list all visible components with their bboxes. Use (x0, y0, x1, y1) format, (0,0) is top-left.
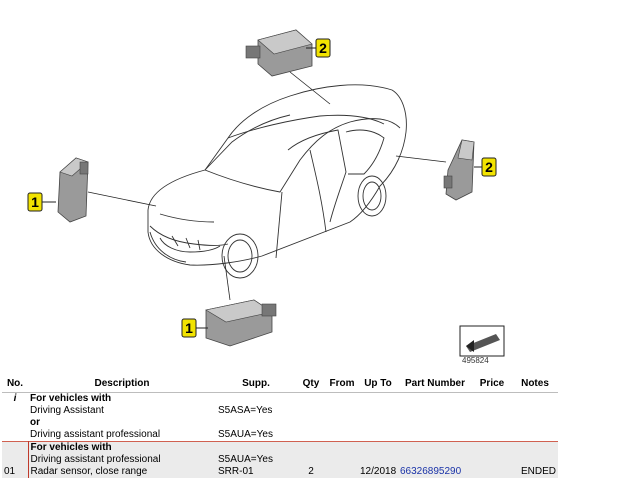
callout-label: 2 (319, 40, 327, 56)
col-header-qty[interactable]: Qty (296, 374, 326, 393)
col-header-supp[interactable]: Supp. (216, 374, 296, 393)
callout-badge-2-right: 2 (474, 157, 497, 177)
callout-badge-2-top: 2 (306, 38, 331, 58)
callout-badge-1-left: 1 (27, 192, 56, 212)
callout-label: 2 (485, 159, 493, 175)
illustration-reference-icon (459, 325, 505, 357)
callout-badge-1-bottom: 1 (181, 318, 208, 338)
item-supp: SRR-01 (218, 466, 254, 477)
condition-line: Driving assistant professional (30, 454, 161, 465)
part-number-link[interactable]: 66326895290 (400, 466, 462, 477)
condition-or: or (30, 417, 40, 428)
item-notes: ENDED (520, 466, 556, 477)
condition-title: For vehicles with (30, 393, 112, 404)
item-price (472, 466, 512, 478)
col-header-part-number[interactable]: Part Number (398, 374, 472, 393)
parts-table: No. Description Supp. Qty From Up To Par… (2, 374, 558, 478)
leader-lines (87, 71, 447, 301)
col-header-from[interactable]: From (326, 374, 358, 393)
item-description: Radar sensor, close range (27, 466, 216, 478)
table-row[interactable]: 01 Radar sensor, close range SRR-01 2 12… (2, 466, 558, 478)
table-header-row: No. Description Supp. Qty From Up To Par… (2, 374, 558, 393)
sensor-module-right (443, 139, 475, 201)
item-from (326, 466, 358, 478)
info-marker: i (13, 393, 17, 404)
illustration-id: 495824 (462, 356, 489, 365)
item-number: 01 (4, 466, 16, 477)
col-header-notes[interactable]: Notes (512, 374, 558, 393)
condition-line: Driving assistant professional (30, 429, 161, 440)
item-up-to: 12/2018 (360, 466, 397, 477)
condition-title: For vehicles with (30, 442, 112, 453)
item-qty: 2 (308, 466, 314, 477)
sensor-module-bottom (205, 299, 277, 347)
callout-label: 1 (185, 320, 193, 336)
col-header-price[interactable]: Price (472, 374, 512, 393)
table-row: For vehicles with Driving assistant prof… (2, 441, 558, 466)
col-header-no[interactable]: No. (2, 374, 28, 393)
supp-code: S5AUA=Yes (218, 429, 273, 440)
col-header-up-to[interactable]: Up To (358, 374, 398, 393)
table-row: i For vehicles with Driving Assistant or… (2, 393, 558, 442)
condition-line: Driving Assistant (30, 405, 104, 416)
sensor-module-left (57, 157, 89, 223)
car-outline (147, 84, 407, 279)
parts-diagram: 1 2 1 2 (27, 29, 505, 357)
supp-code: S5AUA=Yes (218, 454, 273, 465)
col-header-description[interactable]: Description (28, 374, 216, 393)
callout-label: 1 (31, 194, 39, 210)
sensor-module-top (245, 29, 313, 77)
supp-code: S5ASA=Yes (218, 405, 273, 416)
